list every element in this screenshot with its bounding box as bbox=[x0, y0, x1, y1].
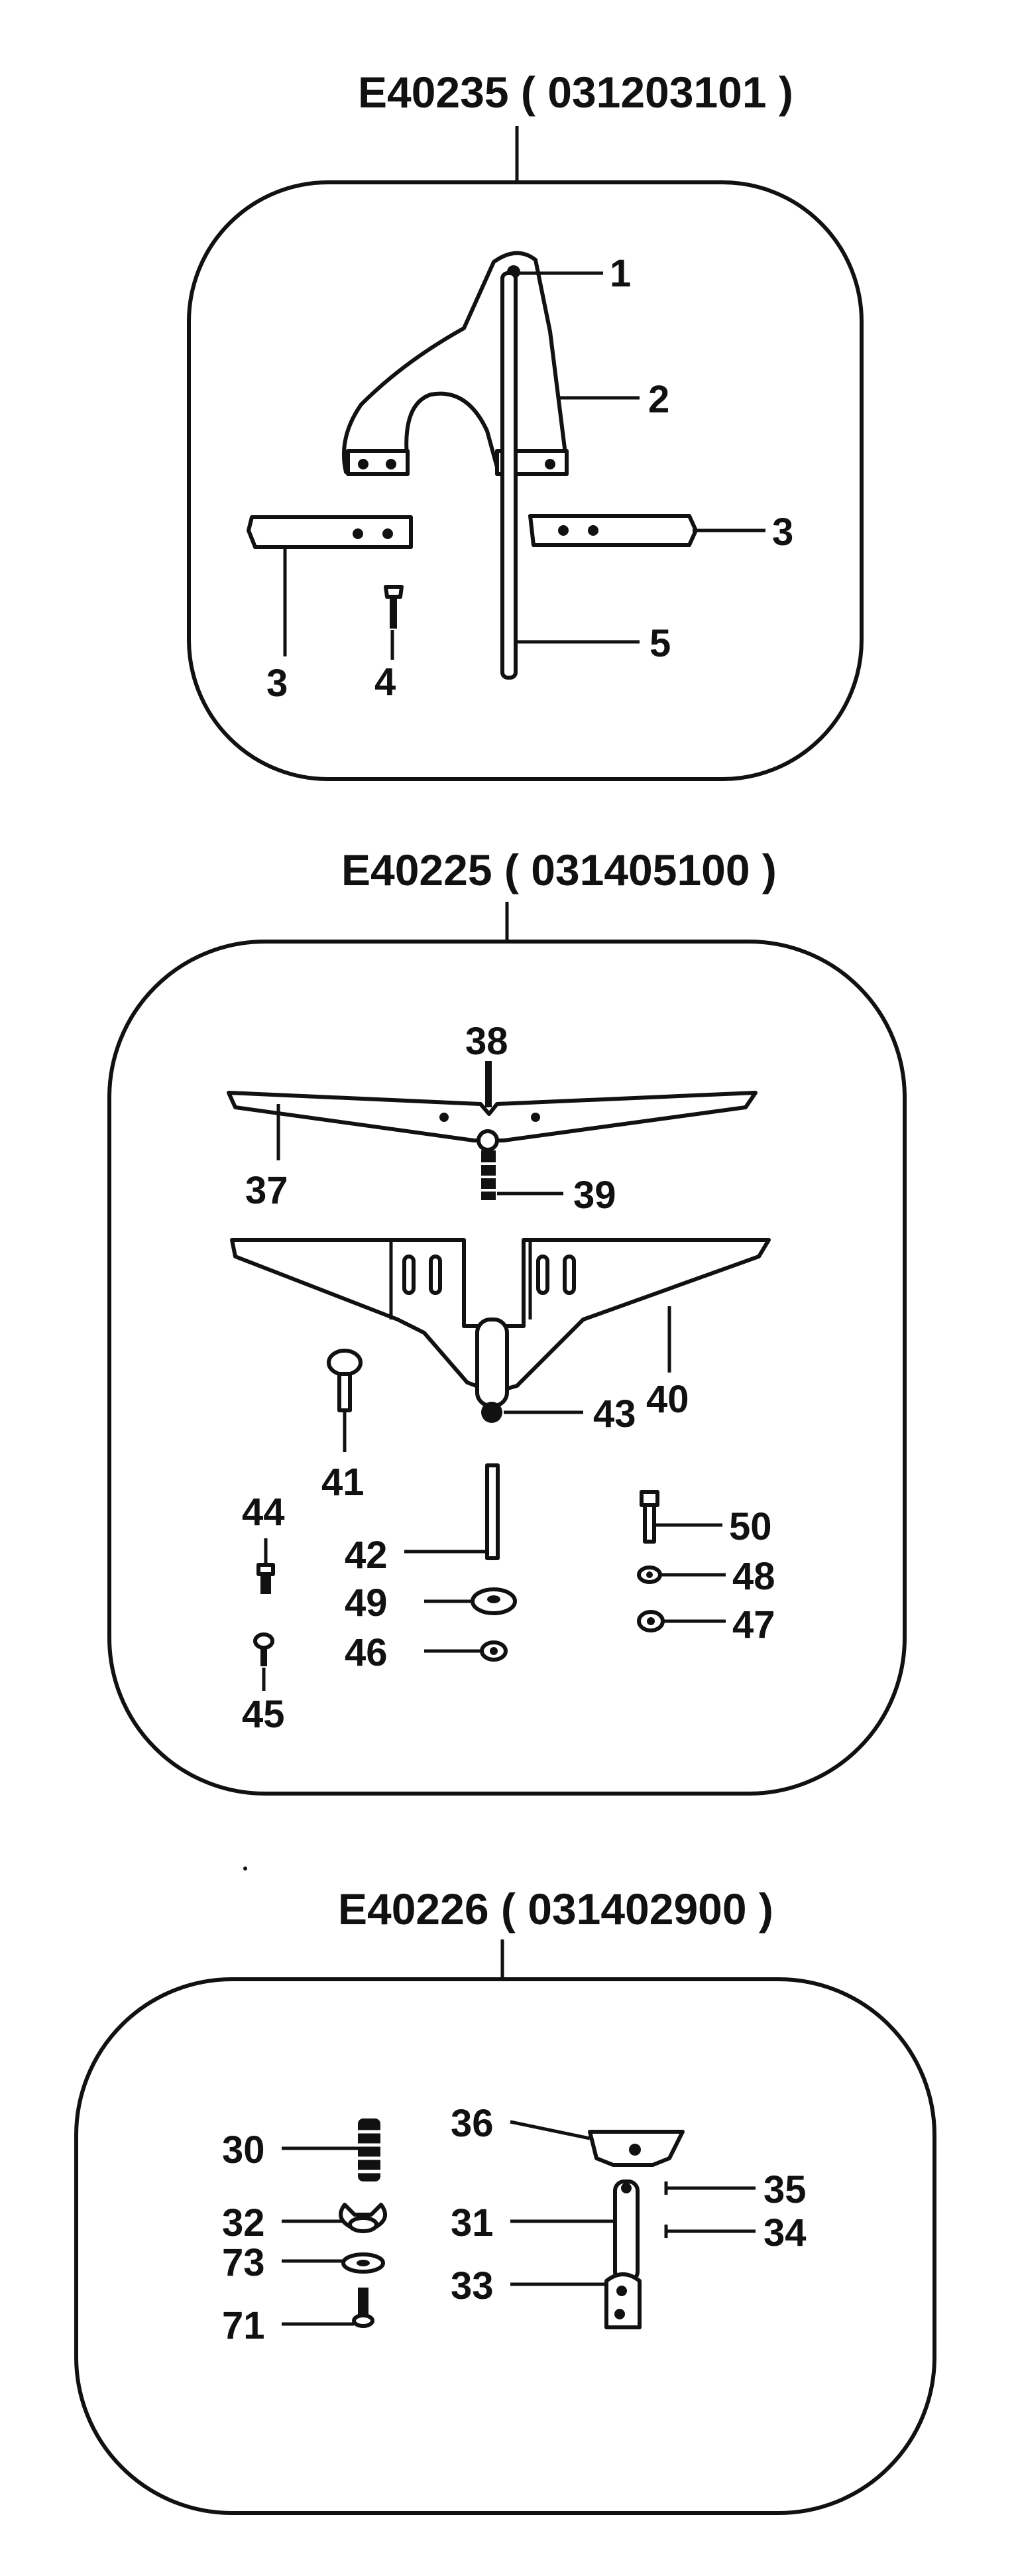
label-31: 31 bbox=[451, 2201, 494, 2244]
bar-hole bbox=[588, 525, 598, 536]
label-46: 46 bbox=[345, 1631, 388, 1674]
assembly-title: E40225 ( 031405100 ) bbox=[341, 845, 777, 894]
screw-shank bbox=[390, 597, 397, 629]
label-44: 44 bbox=[242, 1491, 285, 1534]
rod bbox=[500, 271, 518, 680]
label-33: 33 bbox=[451, 2264, 494, 2307]
label-48: 48 bbox=[732, 1555, 775, 1598]
label-2: 2 bbox=[648, 378, 669, 421]
stray-dot bbox=[243, 1867, 247, 1871]
label-30: 30 bbox=[222, 2128, 265, 2172]
knob-bolt bbox=[327, 1349, 363, 1377]
assembly-e40226: E40226 ( 031402900 ) bbox=[74, 1884, 936, 2515]
label-5: 5 bbox=[649, 622, 671, 665]
label-41: 41 bbox=[321, 1461, 365, 1504]
label-3-left: 3 bbox=[266, 662, 288, 705]
clamp-bar-left bbox=[247, 515, 413, 549]
label-1: 1 bbox=[610, 252, 631, 295]
label-71: 71 bbox=[222, 2304, 265, 2347]
hinge-pin bbox=[475, 1318, 509, 1408]
label-37: 37 bbox=[245, 1169, 288, 1212]
screw-head bbox=[384, 585, 404, 599]
label-34: 34 bbox=[763, 2211, 807, 2254]
pivot-bracket bbox=[341, 251, 569, 474]
assembly-frame bbox=[107, 940, 907, 1796]
bar-hole bbox=[382, 528, 393, 539]
clamp-block bbox=[604, 2272, 642, 2329]
shaft bbox=[613, 2179, 640, 2283]
label-40: 40 bbox=[646, 1378, 689, 1421]
label-42: 42 bbox=[345, 1534, 388, 1577]
bar-hole bbox=[558, 525, 569, 536]
label-45: 45 bbox=[242, 1693, 285, 1736]
bracket-face bbox=[346, 449, 569, 476]
assembly-title: E40226 ( 031402900 ) bbox=[338, 1884, 773, 1933]
bracket-hole bbox=[386, 459, 396, 469]
label-3-right: 3 bbox=[772, 511, 793, 554]
label-49: 49 bbox=[345, 1581, 388, 1625]
assembly-title: E40235 ( 031203101 ) bbox=[358, 68, 793, 117]
label-73: 73 bbox=[222, 2241, 265, 2284]
assembly-frame bbox=[74, 1977, 936, 2515]
clamp-bar-right bbox=[528, 514, 698, 547]
rod bbox=[485, 1463, 500, 1560]
bracket-hole bbox=[545, 459, 555, 469]
label-47: 47 bbox=[732, 1603, 775, 1646]
label-38: 38 bbox=[465, 1020, 508, 1063]
spring bbox=[358, 2118, 380, 2181]
upper-plate bbox=[227, 1091, 758, 1142]
label-4: 4 bbox=[374, 660, 396, 704]
label-36: 36 bbox=[451, 2102, 494, 2145]
label-32: 32 bbox=[222, 2201, 265, 2244]
assembly-e40235: E40235 ( 031203101 ) 1 2 3 3 4 bbox=[187, 68, 864, 781]
bracket-hole bbox=[358, 459, 368, 469]
label-43: 43 bbox=[593, 1392, 636, 1436]
assembly-frame bbox=[187, 180, 864, 781]
bar-hole bbox=[353, 528, 363, 539]
assembly-e40225: E40225 ( 031405100 ) bbox=[107, 845, 907, 1796]
label-50: 50 bbox=[729, 1505, 772, 1548]
screw bbox=[358, 2288, 368, 2317]
label-39: 39 bbox=[573, 1174, 616, 1217]
label-35: 35 bbox=[763, 2168, 807, 2211]
